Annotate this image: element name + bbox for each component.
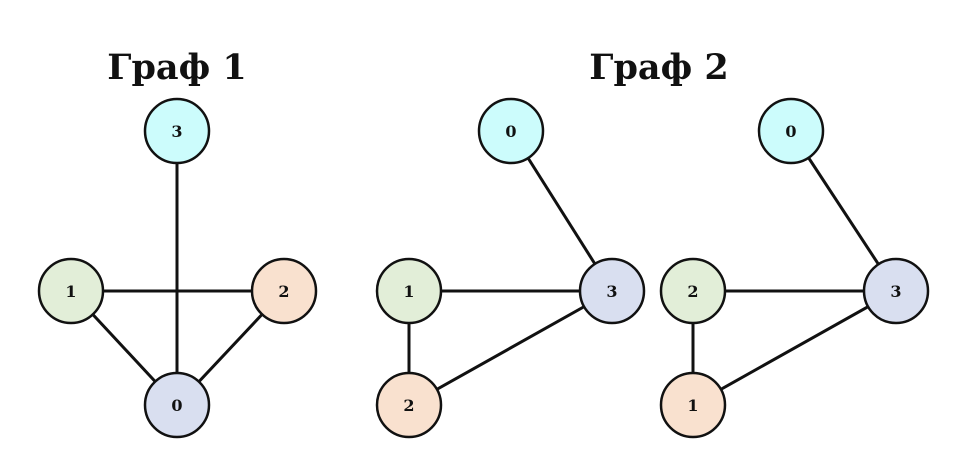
nodes-layer: 3 1 2 0 0 1 3 2 0 2 3 1 — [37, 97, 930, 439]
node-label: 2 — [403, 396, 414, 415]
graph-3-node-3: 3 — [862, 257, 930, 325]
graph-1-node-3: 3 — [143, 97, 211, 165]
node-circle — [578, 257, 646, 325]
graph-3-node-1: 1 — [659, 371, 727, 439]
edges-layer — [69, 130, 898, 407]
graph-3-edge-1-3 — [692, 289, 897, 407]
node-label: 0 — [785, 122, 796, 141]
graph-2-node-0: 0 — [477, 97, 545, 165]
node-circle — [37, 257, 105, 325]
node-label: 3 — [171, 122, 182, 141]
graph-2-title: Граф 2 — [589, 47, 728, 88]
graph-3-node-0: 0 — [757, 97, 825, 165]
graph-1-node-1: 1 — [37, 257, 105, 325]
graph-2-node-3: 3 — [578, 257, 646, 325]
node-circle — [250, 257, 318, 325]
node-label: 0 — [171, 396, 182, 415]
node-circle — [477, 97, 545, 165]
node-circle — [659, 257, 727, 325]
node-label: 2 — [278, 282, 289, 301]
node-circle — [375, 257, 443, 325]
node-circle — [375, 371, 443, 439]
node-label: 3 — [606, 282, 617, 301]
node-circle — [757, 97, 825, 165]
node-circle — [143, 371, 211, 439]
graph-1-node-2: 2 — [250, 257, 318, 325]
node-label: 1 — [403, 282, 414, 301]
node-label: 0 — [505, 122, 516, 141]
graph-3-node-2: 2 — [659, 257, 727, 325]
graph-2-node-1: 1 — [375, 257, 443, 325]
graph-1-title: Граф 1 — [107, 47, 246, 88]
node-label: 3 — [890, 282, 901, 301]
graph-2-node-2: 2 — [375, 371, 443, 439]
node-circle — [143, 97, 211, 165]
graph-2-edge-2-3 — [408, 289, 613, 407]
node-label: 1 — [65, 282, 76, 301]
node-circle — [862, 257, 930, 325]
graph-1-node-0: 0 — [143, 371, 211, 439]
node-label: 2 — [687, 282, 698, 301]
node-circle — [659, 371, 727, 439]
node-label: 1 — [687, 396, 698, 415]
